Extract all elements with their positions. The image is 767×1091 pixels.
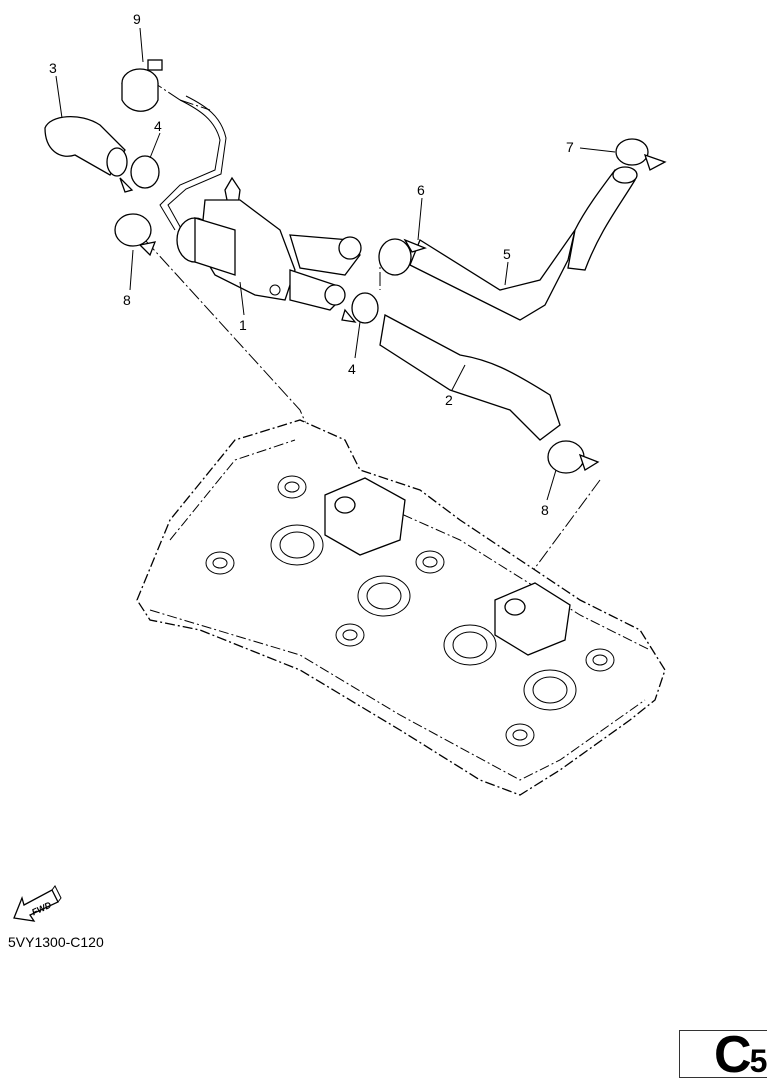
clamp-9 (121, 59, 163, 112)
callout-1: 1 (239, 317, 247, 333)
page-letter: C (714, 1026, 752, 1084)
reed-valve-covers (324, 477, 571, 656)
air-cut-off-valve (159, 95, 362, 311)
hose-3 (44, 115, 128, 177)
callout-3: 3 (49, 60, 57, 76)
fwd-arrow-icon: FWD (13, 885, 62, 922)
cylinder-head-cover (136, 419, 666, 796)
clamp-7 (615, 138, 667, 171)
bolt-bosses (205, 475, 615, 747)
callout-5: 5 (503, 246, 511, 262)
callout-8: 8 (123, 292, 131, 308)
callout-7: 7 (566, 139, 574, 155)
clamp-8-right (547, 440, 600, 474)
hose-2 (379, 314, 561, 441)
spark-plug-holes (270, 524, 577, 711)
clamp-4-lower (341, 292, 379, 324)
callout-2: 2 (445, 392, 453, 408)
callout-4: 4 (348, 361, 356, 377)
callout-9: 9 (133, 11, 141, 27)
callout-6: 6 (417, 182, 425, 198)
hose-5 (409, 166, 638, 321)
callout-4: 4 (154, 118, 162, 134)
clamp-6 (378, 238, 427, 276)
page-index-box: C5 (679, 1026, 767, 1084)
clamp-8-left (114, 213, 157, 257)
page-number: 5 (749, 1043, 767, 1079)
callout-8: 8 (541, 502, 549, 518)
callout-labels: 9 3 4 7 6 5 8 1 4 2 8 (49, 11, 574, 518)
callout-leaders (55, 27, 616, 501)
clamp-4-upper (119, 155, 160, 193)
drawing-code: 5VY1300-C120 (8, 934, 104, 950)
